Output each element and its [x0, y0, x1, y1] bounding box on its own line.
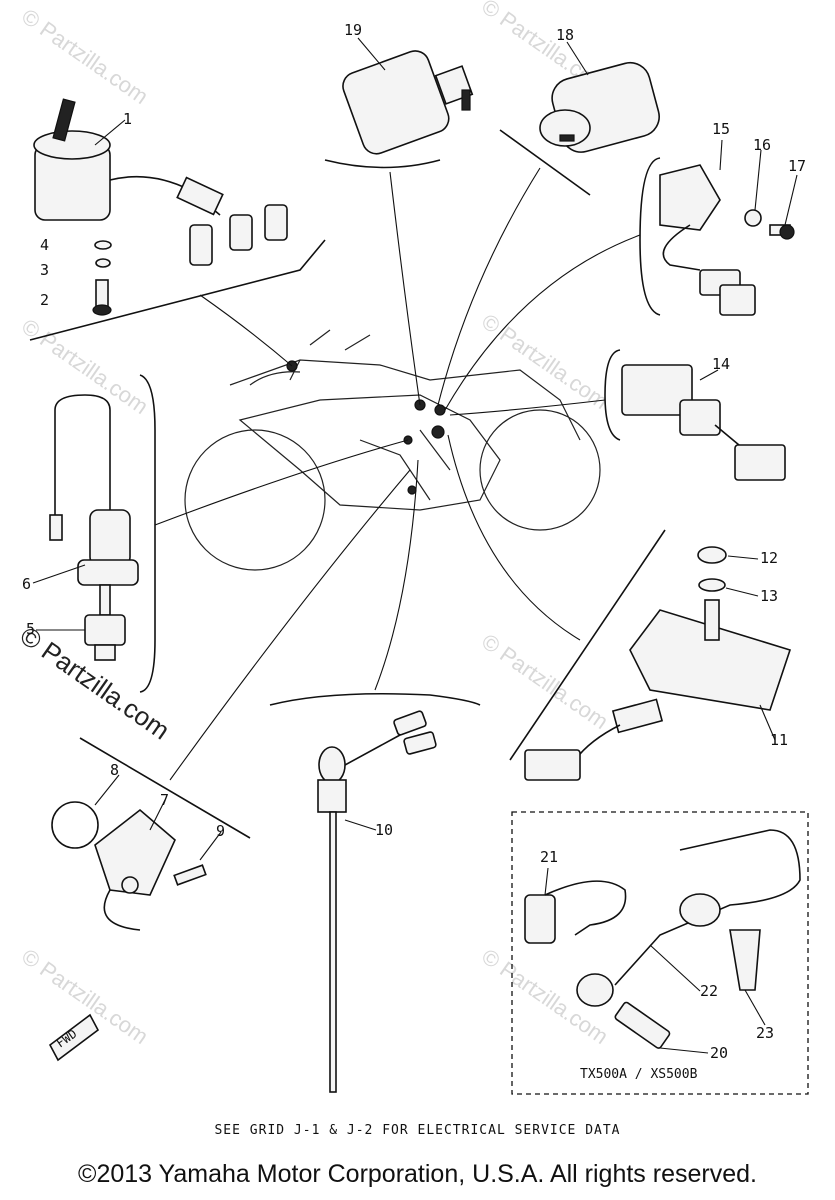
switch-5: [84, 584, 126, 661]
screw-9: [173, 864, 207, 886]
watermark: © Partzilla.com: [477, 629, 613, 735]
main-switch-assembly: [33, 98, 288, 266]
callout-4: 4: [40, 236, 49, 254]
washer-16: [744, 209, 762, 227]
washer-3: [95, 258, 111, 268]
group-brackets: [29, 129, 666, 839]
callout-14: 14: [712, 355, 730, 373]
callout-8: 8: [110, 761, 119, 779]
service-data-caption: SEE GRID J-1 & J-2 FOR ELECTRICAL SERVIC…: [214, 1123, 621, 1138]
relay-18: [539, 61, 660, 153]
watermark: © Partzilla.com: [477, 309, 613, 415]
bracket-23: [729, 929, 761, 991]
callout-leaders: [32, 37, 798, 1054]
callout-11: 11: [770, 731, 788, 749]
relay-14: [621, 364, 786, 481]
switch-15: [659, 164, 756, 316]
callout-12: 12: [760, 549, 778, 567]
variant-box-label: TX500A / XS500B: [580, 1067, 698, 1082]
callout-10: 10: [375, 821, 393, 839]
sender-10: [317, 710, 437, 1093]
washer-13: [698, 578, 726, 592]
o-ring-8: [51, 801, 99, 849]
nut-12: [697, 546, 727, 564]
copyright-notice: ©2013 Yamaha Motor Corporation, U.S.A. A…: [78, 1160, 757, 1188]
callout-2: 2: [40, 291, 49, 309]
callout-1: 1: [123, 110, 132, 128]
callout-18: 18: [556, 26, 574, 44]
screw-17: [769, 224, 795, 240]
switch-6: [49, 394, 139, 586]
watermark: © Partzilla.com: [17, 314, 153, 420]
callout-9: 9: [216, 822, 225, 840]
callout-7: 7: [160, 791, 169, 809]
relay-19: [342, 50, 474, 155]
callout-21: 21: [540, 848, 558, 866]
fwd-arrow-icon: FWD: [48, 1013, 100, 1062]
screw-2: [92, 279, 112, 316]
callout-19: 19: [344, 21, 362, 39]
cover-7: [94, 808, 176, 931]
sensor-20: [614, 1001, 671, 1049]
callout-17: 17: [788, 157, 806, 175]
washer-4: [94, 240, 112, 250]
callout-3: 3: [40, 261, 49, 279]
callout-16: 16: [753, 136, 771, 154]
part-21: [524, 880, 627, 944]
callout-5: 5: [26, 620, 35, 638]
callout-6: 6: [22, 575, 31, 593]
regulator-11: [524, 599, 792, 781]
callout-15: 15: [712, 120, 730, 138]
callout-numbers: 1 2 3 4 5 6 7 8 9 10 11 12 13 14 15 16 1…: [22, 21, 806, 1062]
callout-22: 22: [700, 982, 718, 1000]
watermark: © Partzilla.com: [17, 4, 153, 110]
variant-parts-box: TX500A / XS500B: [511, 811, 809, 1095]
callout-23: 23: [756, 1024, 774, 1042]
callout-20: 20: [710, 1044, 728, 1062]
part-22: [576, 829, 801, 1007]
leader-lines: [154, 167, 641, 781]
callout-13: 13: [760, 587, 778, 605]
